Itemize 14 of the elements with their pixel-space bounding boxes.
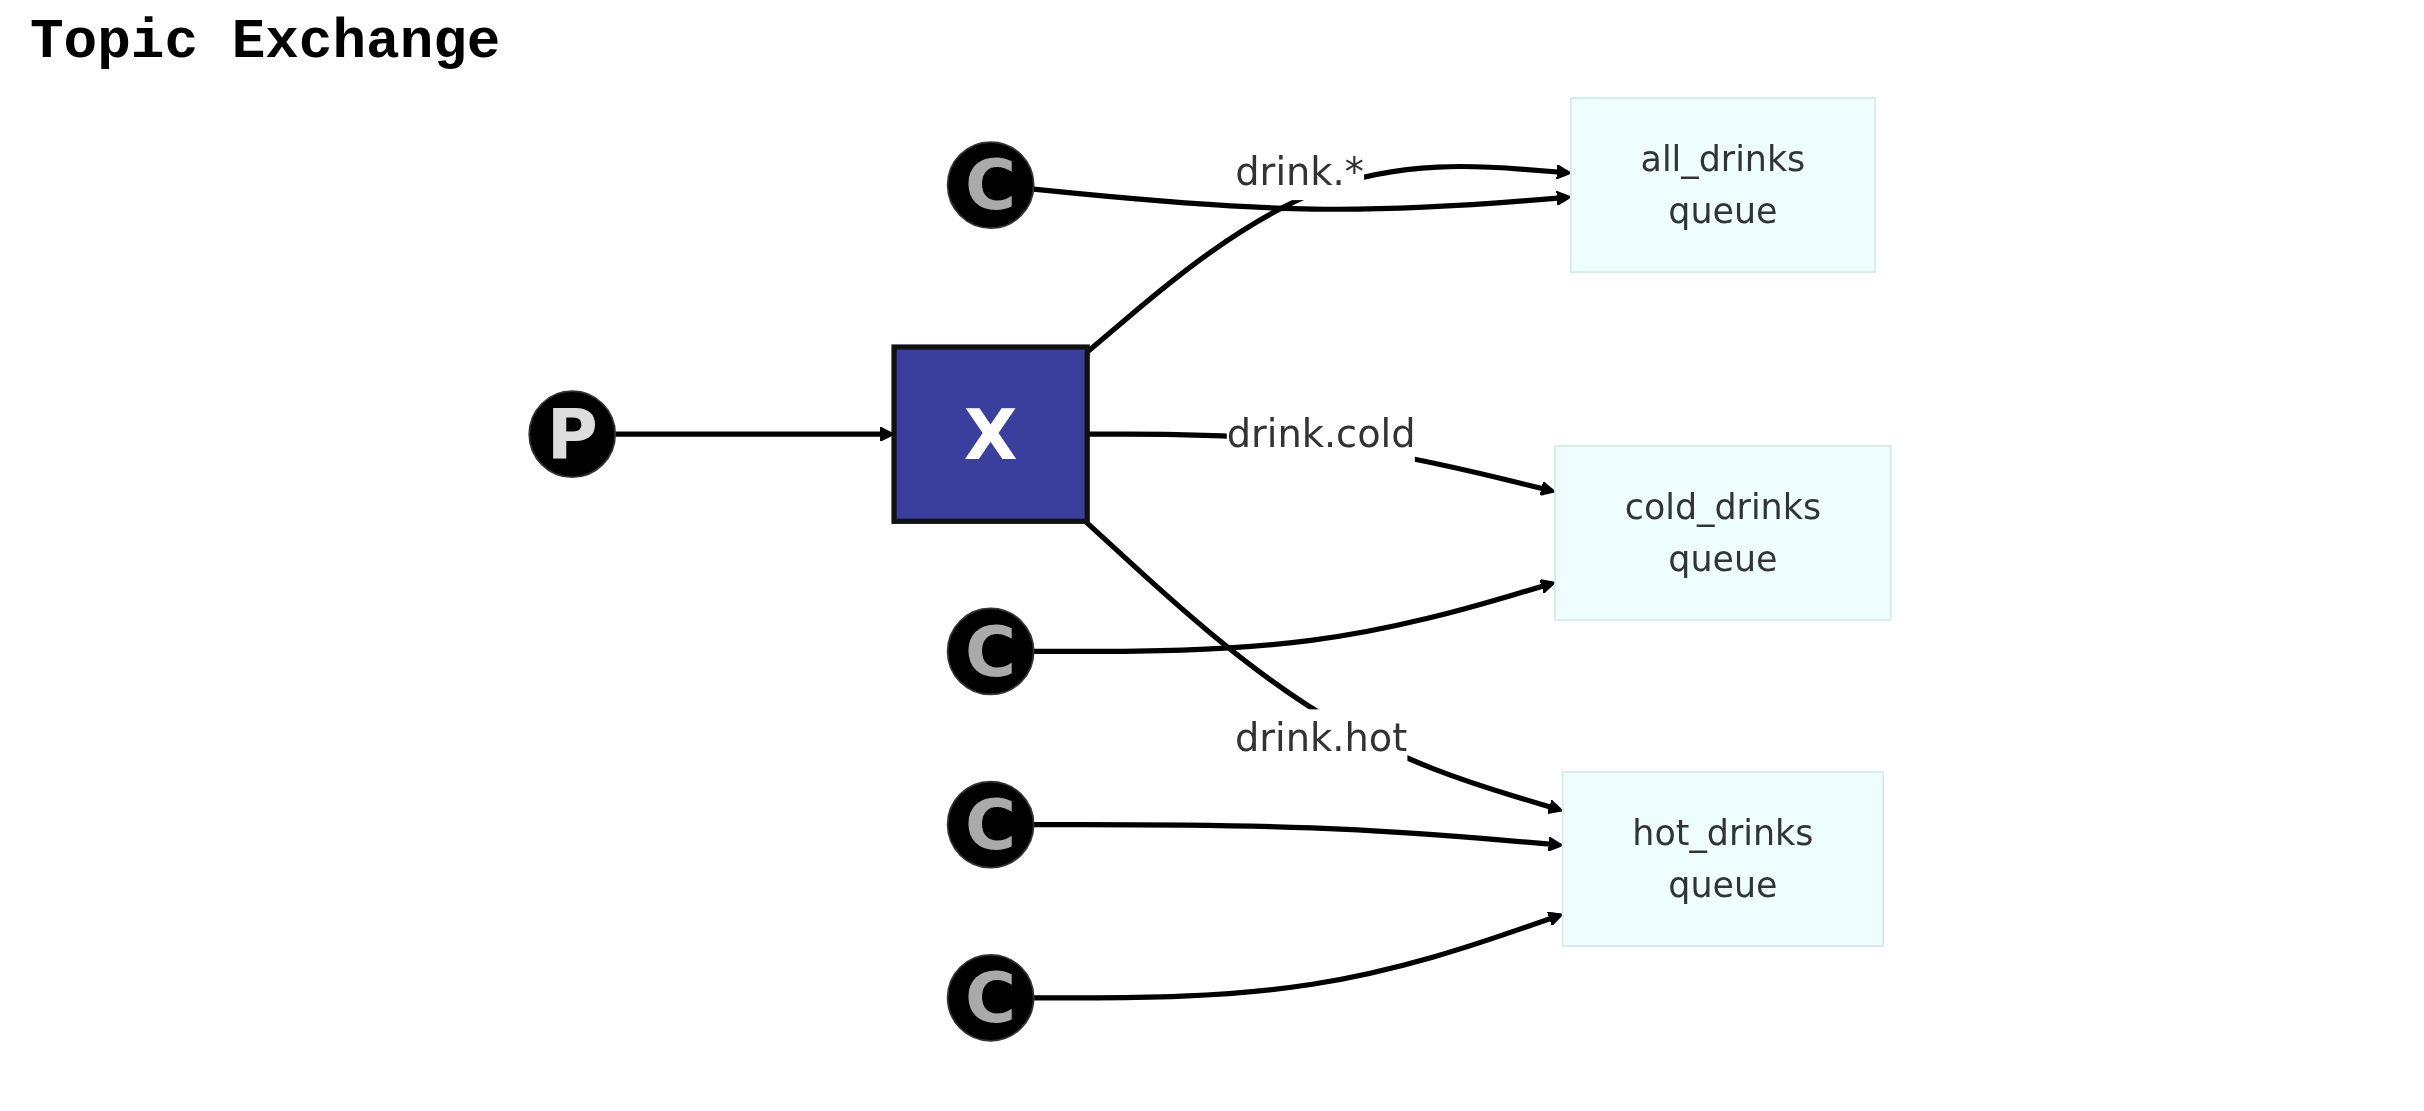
edge-label: drink.hot	[1235, 716, 1408, 760]
node-circle: C	[946, 953, 1035, 1042]
node-box: all_drinks queue	[1569, 97, 1876, 274]
node-circle: C	[946, 780, 1035, 869]
node-box: X	[891, 344, 1090, 524]
arrow	[1033, 579, 1556, 655]
edge-label: drink.*	[1235, 149, 1364, 194]
edge-label: drink.cold	[1226, 412, 1416, 456]
node-circle: P	[528, 390, 617, 478]
node-circle: C	[946, 141, 1035, 229]
node-box: hot_drinks queue	[1561, 771, 1884, 947]
node-circle: C	[946, 607, 1035, 696]
node-box: cold_drinks queue	[1554, 445, 1892, 622]
diagram-title: Topic Exchange	[30, 10, 501, 74]
